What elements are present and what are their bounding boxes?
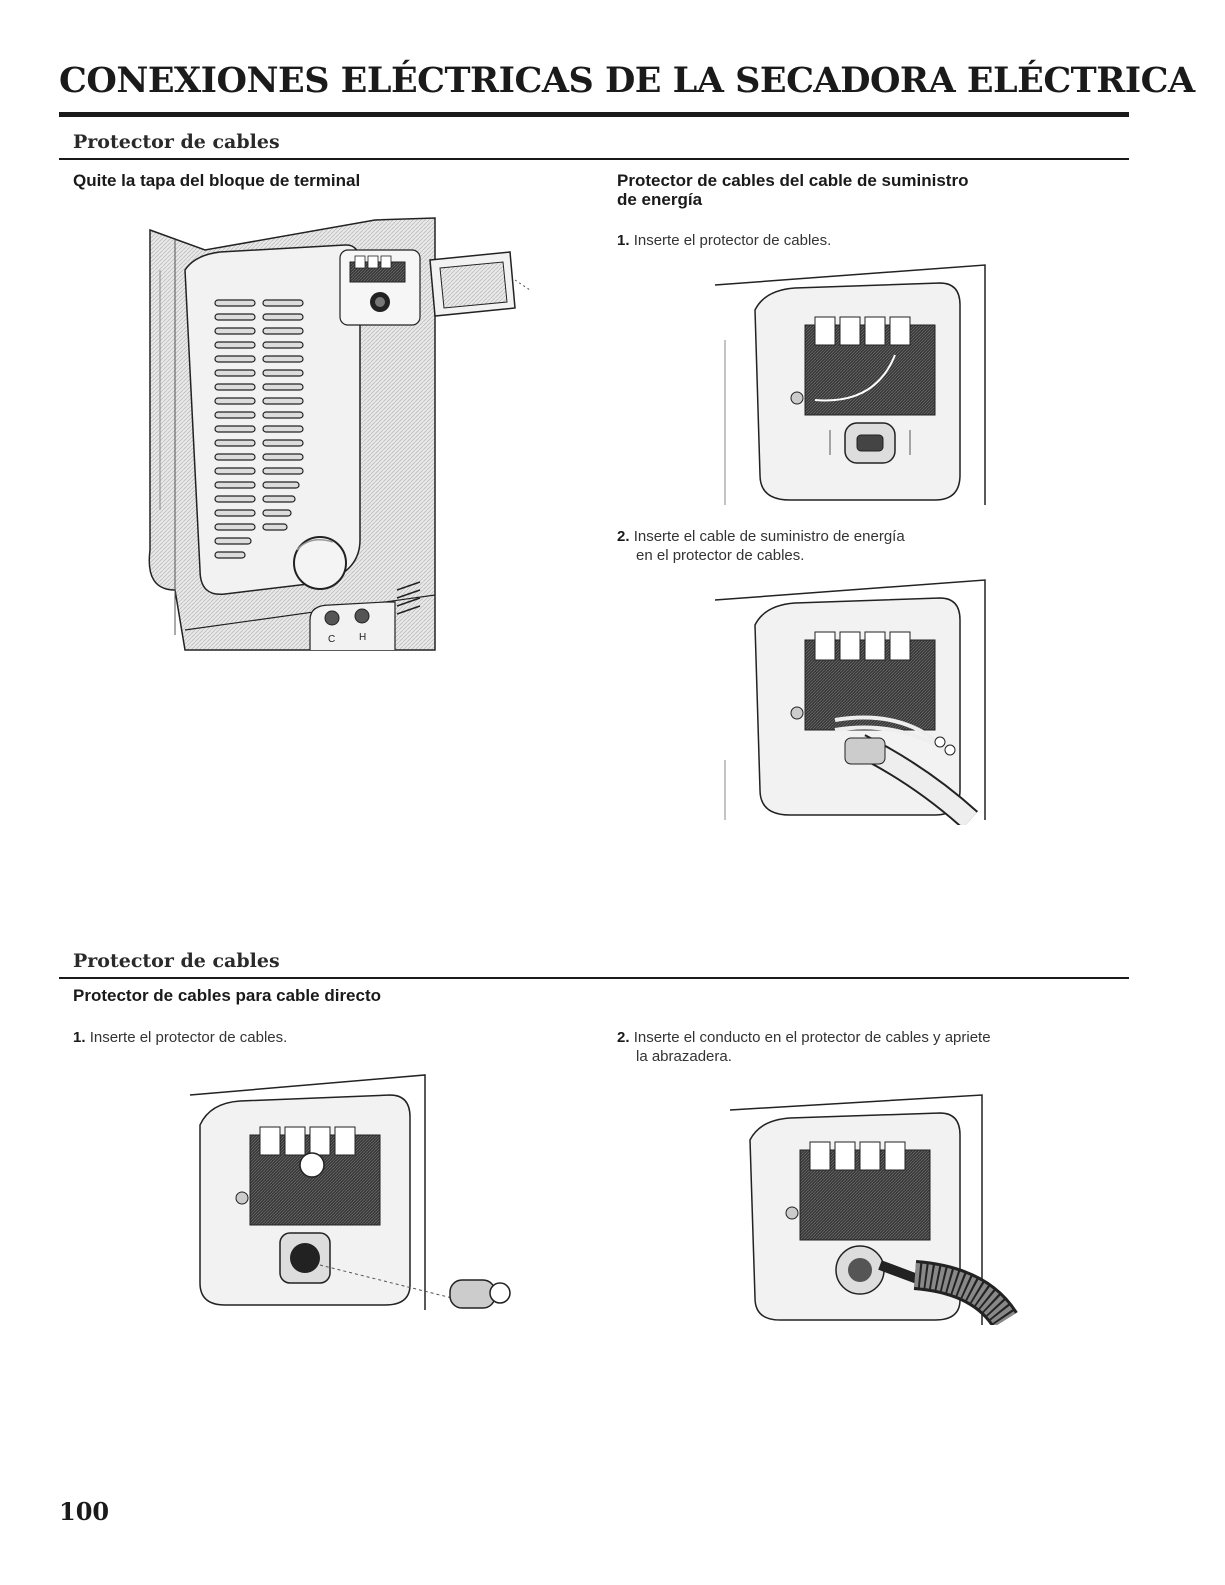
section-rule-2: [59, 977, 1129, 979]
step-number: 1.: [73, 1029, 86, 1046]
direct-wire-step-2: 2. Inserte el conducto en el protector d…: [617, 1028, 991, 1066]
page-title: CONEXIONES ELÉCTRICAS DE LA SECADORA ELÉ…: [59, 60, 1195, 101]
step-text-line1: Inserte el cable de suministro de energí…: [633, 528, 905, 545]
cold-label: C: [328, 634, 335, 645]
step-text: Inserte el protector de cables.: [89, 1029, 288, 1046]
section-title-2: Protector de cables: [73, 950, 280, 972]
step-number: 2.: [617, 1029, 630, 1046]
dryer-rear-illustration: C H: [148, 217, 531, 651]
subhead-power-cord: Protector de cables del cable de suminis…: [617, 171, 968, 209]
power-cord-step-2: 2. Inserte el cable de suministro de ene…: [617, 527, 905, 565]
step-text-line1: Inserte el conducto en el protector de c…: [633, 1029, 991, 1046]
power-cord-step-1: 1. Inserte el protector de cables.: [617, 231, 831, 250]
section-rule-1: [59, 158, 1129, 160]
direct-wire-step-1: 1. Inserte el protector de cables.: [73, 1028, 287, 1047]
page-number: 100: [59, 1497, 110, 1526]
power-cord-insert-illustration: [714, 579, 986, 825]
section-title-1: Protector de cables: [73, 131, 280, 153]
conduit-insert-illustration: [729, 1094, 1018, 1325]
subhead-remove-cover: Quite la tapa del bloque de terminal: [73, 171, 361, 190]
step-text: Inserte el protector de cables.: [633, 232, 832, 249]
subhead-power-cord-line1: Protector de cables del cable de suminis…: [617, 171, 969, 190]
subhead-direct-wire: Protector de cables para cable directo: [73, 986, 382, 1005]
step-number: 1.: [617, 232, 630, 249]
step-number: 2.: [617, 528, 630, 545]
hot-label: H: [359, 632, 366, 643]
step-text-line2: en el protector de cables.: [636, 547, 805, 564]
direct-wire-strain-relief-illustration: [189, 1074, 511, 1310]
step-text-line2: la abrazadera.: [636, 1048, 732, 1065]
strain-relief-insert-illustration: [714, 264, 986, 505]
title-rule: [59, 112, 1129, 117]
subhead-power-cord-line2: de energía: [617, 190, 703, 209]
